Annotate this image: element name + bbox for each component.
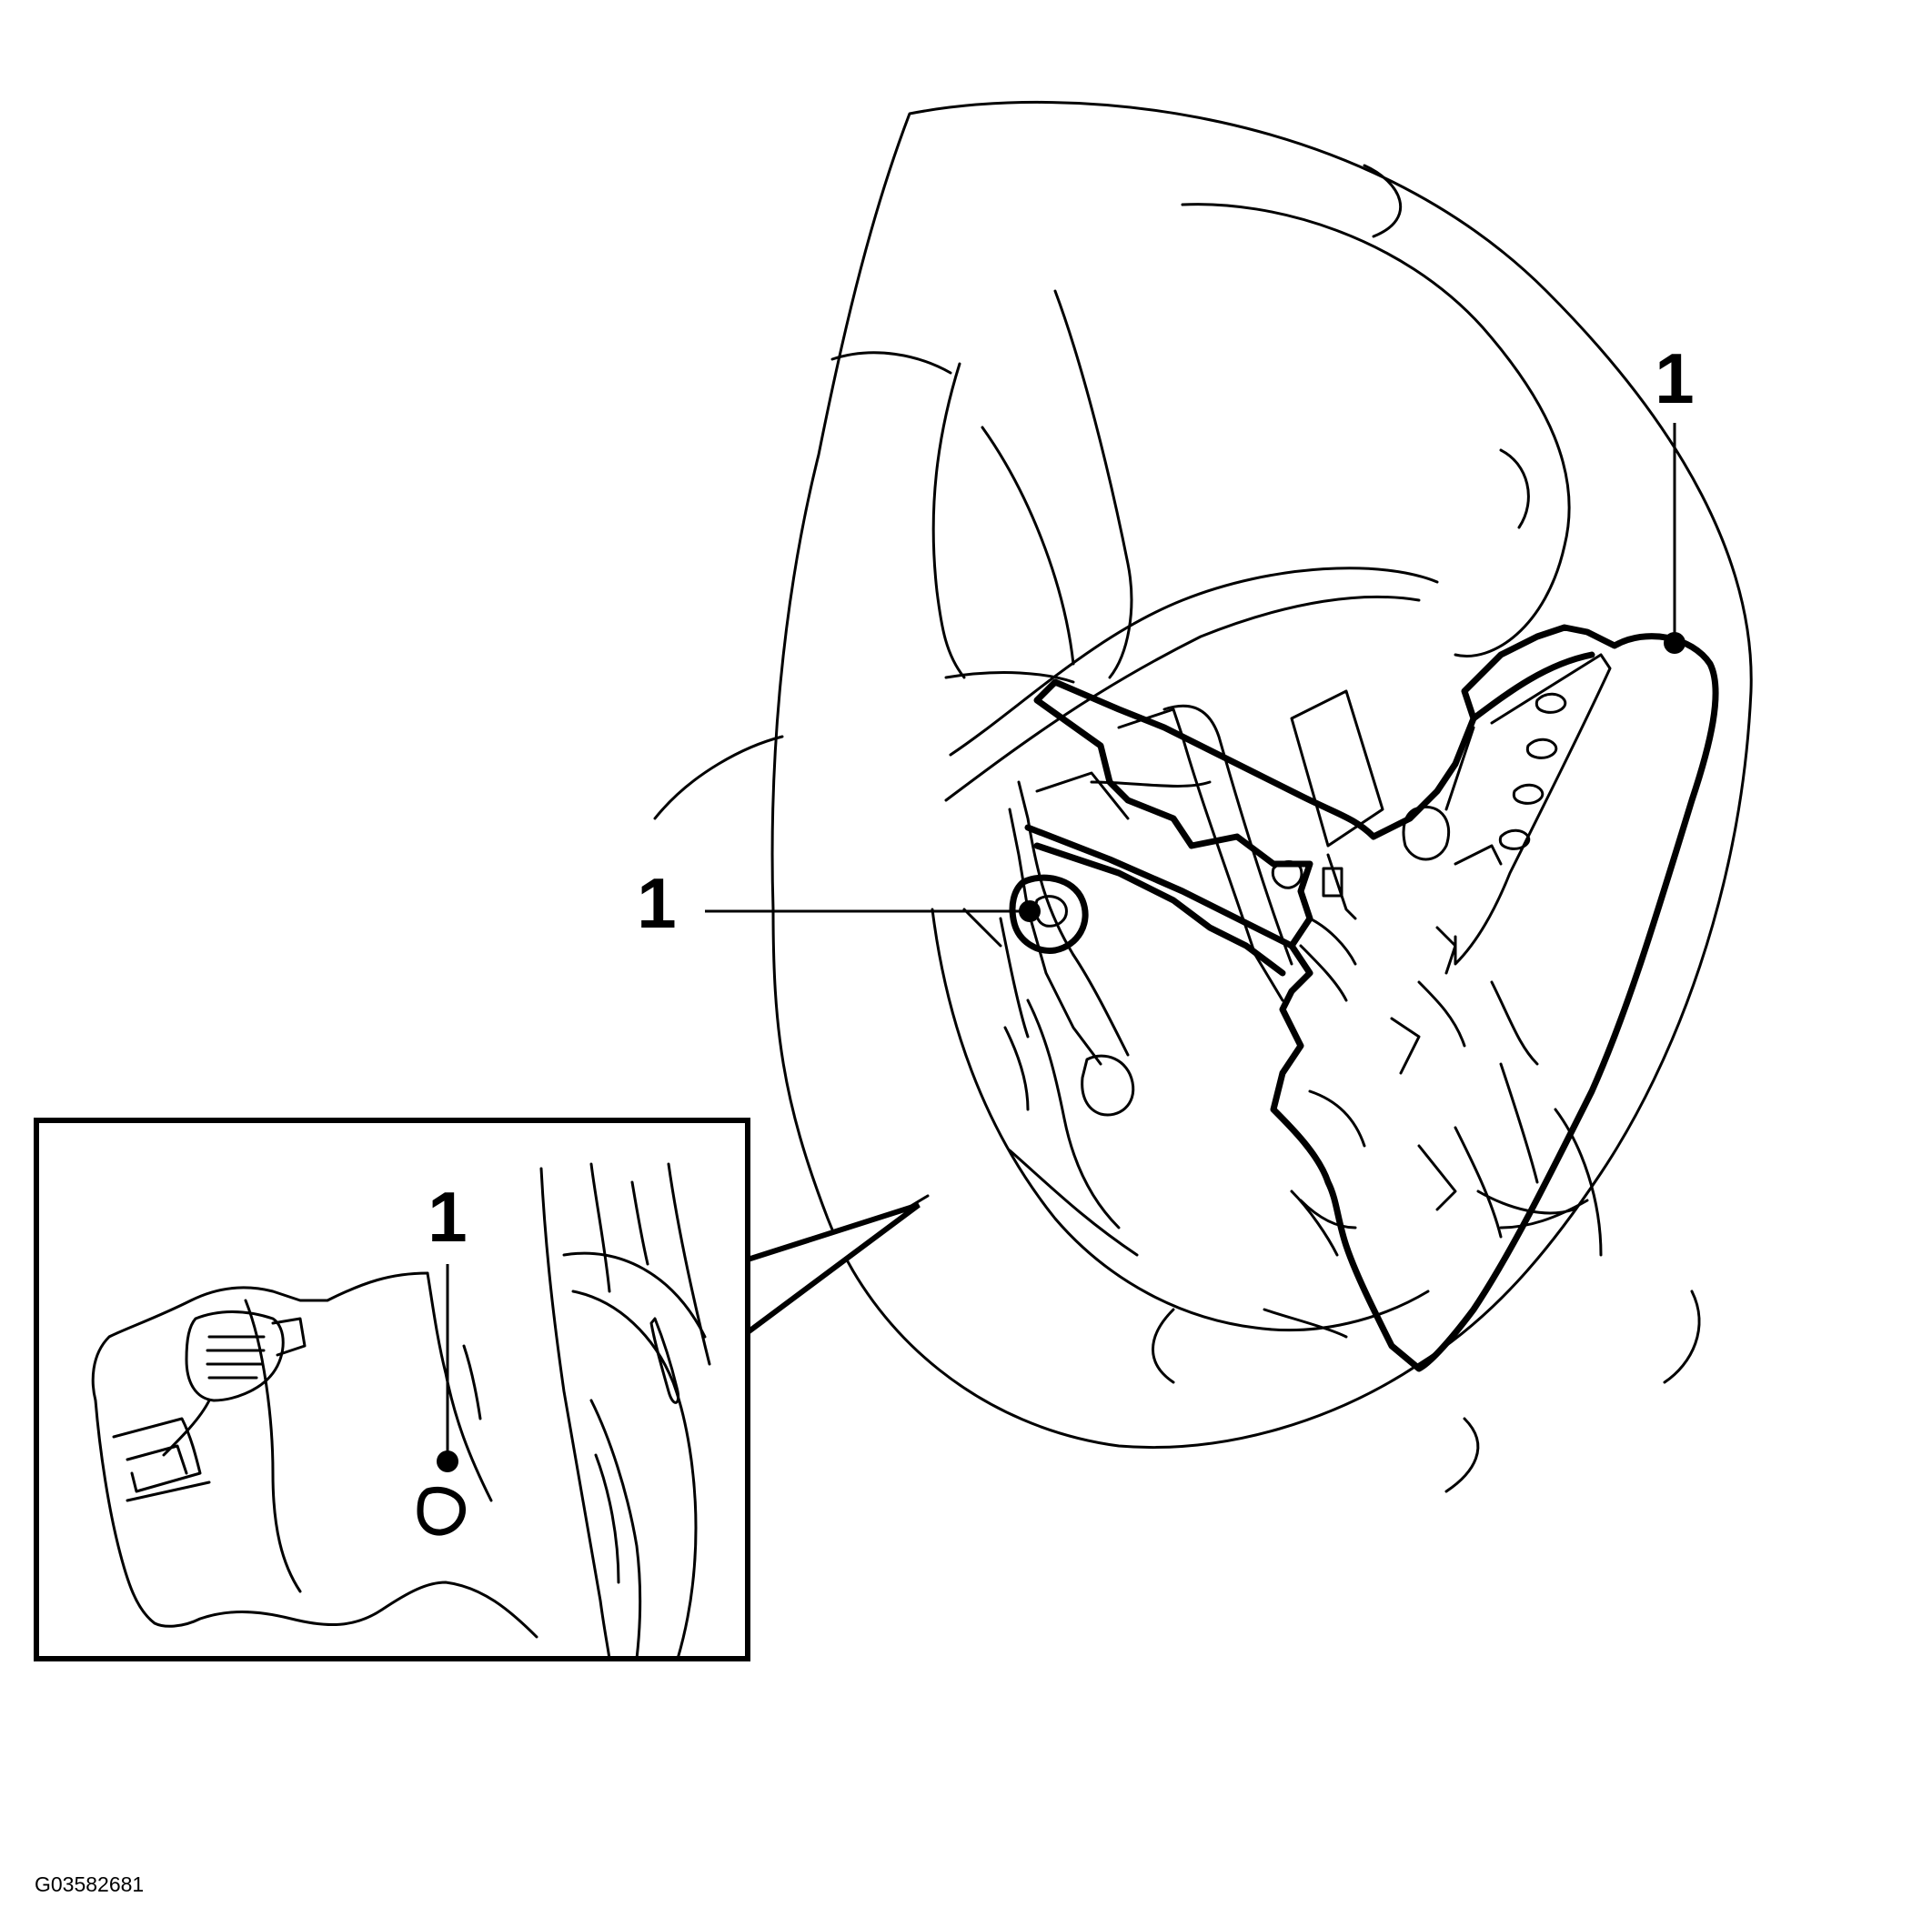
callout-1-left: 1	[637, 863, 1041, 943]
callout-dot	[1019, 900, 1041, 922]
callout-1-top-right: 1	[1655, 338, 1695, 654]
callout-label: 1	[637, 863, 676, 943]
inset-frame	[34, 1118, 750, 1661]
callout-1-inset: 1	[428, 1177, 468, 1472]
inset-pointer	[745, 1202, 921, 1338]
steering-wheel	[653, 100, 1753, 1493]
inset-detail	[34, 1118, 921, 1661]
airbag-module-outline	[1033, 624, 1719, 1372]
inset-fastener-hole	[417, 1486, 466, 1536]
callout-label: 1	[428, 1177, 467, 1257]
wheel-rim-inner	[1181, 203, 1571, 657]
wheel-rim-outer	[770, 100, 1753, 1450]
callout-dot	[437, 1450, 458, 1472]
hub-bolt-socket	[1009, 874, 1089, 954]
callout-dot	[1664, 632, 1685, 654]
callout-label: 1	[1655, 338, 1694, 418]
figure-code: G03582681	[35, 1872, 144, 1896]
